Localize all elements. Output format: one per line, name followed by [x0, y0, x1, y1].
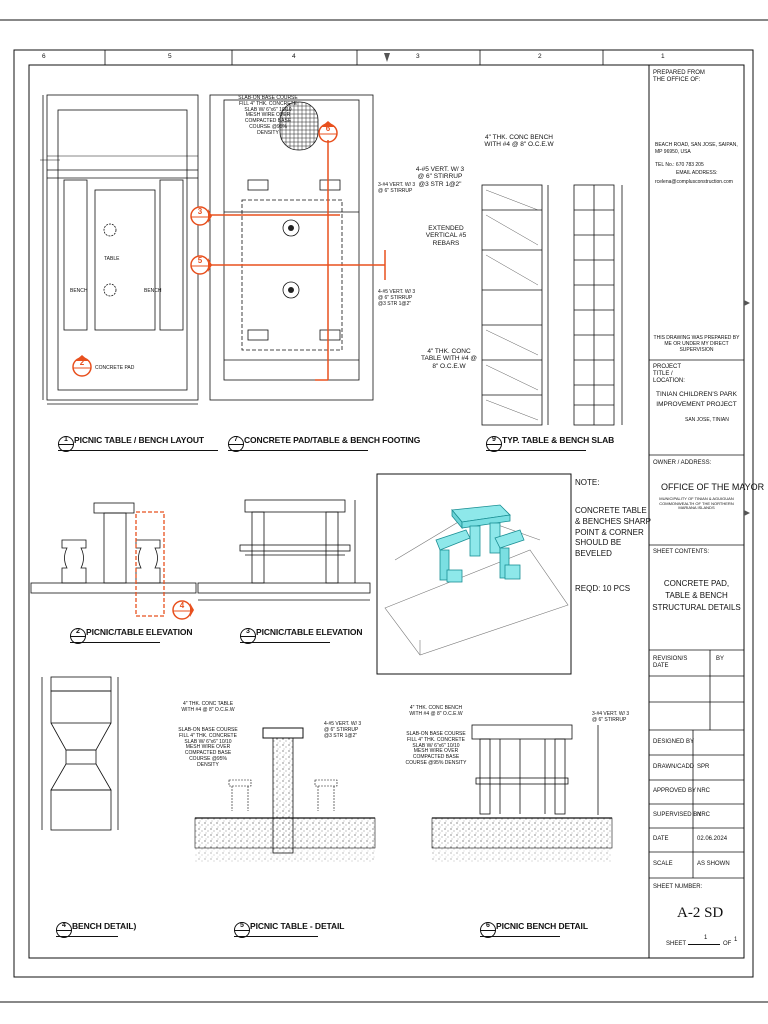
note-title: NOTE: — [575, 478, 600, 487]
project-title: TINIAN CHILDREN'S PARK IMPROVEMENT PROJE… — [656, 391, 737, 408]
sheet-contents: CONCRETE PAD, TABLE & BENCH STRUCTURAL D… — [652, 579, 741, 612]
owner-name: OFFICE OF THE MAYOR — [661, 482, 765, 492]
rebar-note: 4-#5 VERT. W/ 3 @ 6" STIRRUP @3 STR 1@2" — [324, 721, 362, 739]
sheet-label: SHEET — [666, 941, 687, 947]
bench-slab-note: 4" THK. CONC BENCH WITH #4 @ 8" O.C.E.W — [484, 134, 554, 149]
grid-number: 1 — [661, 53, 665, 60]
section-callout-3[interactable]: 3 — [188, 204, 212, 228]
view-title: PICNIC/TABLE ELEVATION — [256, 627, 363, 637]
scale-label: SCALE — [653, 861, 673, 867]
scale-value: AS SHOWN — [697, 861, 730, 867]
view-title: PICNIC/TABLE ELEVATION — [86, 627, 193, 637]
date-value: 02.06.2024 — [697, 836, 728, 842]
bench-slab-note: 4" THK. CONC BENCH WITH #4 @ 8" O.C.E.W — [409, 705, 463, 717]
callout-number: 5 — [197, 256, 203, 265]
table-slab-note: 4" THK. CONC TABLE WITH #4 @ 8" O.C.E.W — [421, 348, 477, 370]
rebar-note: EXTENDED VERTICAL #5 REBARS — [425, 225, 467, 247]
office-phone: TEL No.: 670 783 205 — [655, 162, 704, 168]
grid-number: 6 — [42, 53, 46, 60]
sheet-total: 1 — [734, 937, 738, 943]
callout-number: 3 — [197, 207, 203, 216]
view-number-badge: 6 — [480, 922, 496, 938]
section-callout-4[interactable]: 4 — [170, 598, 194, 622]
supervision-note: THIS DRAWING WAS PREPARED BY ME OR UNDER… — [653, 335, 740, 353]
section-callout-5[interactable]: 5 — [188, 253, 212, 277]
view-title: PICNIC TABLE - DETAIL — [250, 921, 345, 931]
drawn-label: DRAWN/CADD — [653, 764, 695, 770]
slab-note: SLAB-ON BASE COURSE FILL 4" THK. CONCRET… — [178, 727, 238, 768]
grid-number: 2 — [538, 53, 542, 60]
of-label: OF — [723, 941, 732, 947]
revision-label: REVISION/S DATE — [653, 656, 688, 669]
view-title: CONCRETE PAD/TABLE & BENCH FOOTING — [244, 435, 421, 445]
approved-value: NRC — [697, 788, 710, 794]
slab-note: SLAB-ON BASE COURSE FILL 4" THK. CONCRET… — [238, 95, 298, 136]
supervised-label: SUPERVISED BY — [653, 812, 702, 818]
rebar-note: 4-#5 VERT. W/ 3 @ 6" STIRRUP @3 STR 1@2" — [378, 289, 416, 307]
by-label: BY — [716, 656, 725, 662]
callout-number: 2 — [79, 358, 85, 367]
view-number-badge: 7 — [228, 436, 244, 452]
office-address: BEACH ROAD, SAN JOSE, SAIPAN, MP 96950, … — [655, 142, 738, 155]
grid-number: 3 — [416, 53, 420, 60]
sheet-number: A-2 SD — [677, 905, 724, 921]
section-cut-lines — [210, 140, 386, 381]
grid-number: 4 — [292, 53, 296, 60]
callout-number: 4 — [179, 601, 185, 610]
slab-note: SLAB-ON BASE COURSE FILL 4" THK. CONCRET… — [405, 731, 467, 766]
rebar-note: 3-#4 VERT. W/ 3 @ 6" STIRRUP — [378, 182, 416, 194]
sheet-number-label: SHEET NUMBER: — [653, 884, 703, 890]
designed-by-label: DESIGNED BY — [653, 739, 695, 745]
project-title-label: PROJECT TITLE / LOCATION: — [653, 364, 685, 384]
drawn-value: SPR — [697, 764, 710, 770]
sheet-no: 1 — [704, 935, 708, 941]
bench-label: BENCH — [144, 288, 162, 294]
rebar-note: 3-#4 VERT. W/ 3 @ 6" STIRRUP — [592, 711, 630, 723]
view-title: PICNIC BENCH DETAIL — [496, 921, 588, 931]
pad-label: CONCRETE PAD — [95, 365, 135, 371]
prepared-from-label: PREPARED FROM THE OFFICE OF: — [653, 70, 705, 83]
stirrup-note: 4-#5 VERT. W/ 3 @ 6" STIRRUP @3 STR 1@2" — [415, 166, 465, 188]
view-number-badge: 3 — [240, 628, 256, 644]
date-label: DATE — [653, 836, 669, 842]
approved-label: APPROVED BY — [653, 788, 697, 794]
supervised-value: NRC — [697, 812, 710, 818]
bench-label: BENCH — [70, 288, 88, 294]
sheet-contents-label: SHEET CONTENTS: — [653, 549, 710, 555]
view-number-badge: 5 — [234, 922, 250, 938]
owner-label: OWNER / ADDRESS: — [653, 460, 712, 466]
view-title: PICNIC TABLE / BENCH LAYOUT — [74, 435, 205, 445]
table-label: TABLE — [104, 256, 120, 262]
section-callout-2[interactable]: 2 — [70, 354, 94, 378]
view-number-badge: 1 — [58, 436, 74, 452]
view-title: BENCH DETAIL) — [72, 921, 137, 931]
project-location: SAN JOSE, TINIAN — [685, 417, 729, 423]
email-label: EMAIL ADDRESS: — [676, 170, 718, 176]
office-email[interactable]: rcelena@complusconstruction.com — [655, 179, 733, 185]
view-number-badge: 9 — [486, 436, 502, 452]
owner-address: MUNICIPALITY OF TINIAN & AGUIGUAN COMMON… — [659, 496, 734, 511]
view-number-badge: 4 — [56, 922, 72, 938]
view-title: TYP. TABLE & BENCH SLAB — [502, 435, 615, 445]
grid-number: 5 — [168, 53, 172, 60]
note-body: CONCRETE TABLE & BENCHES SHARP POINT & C… — [575, 506, 651, 559]
callout-number: 6 — [325, 124, 331, 133]
table-slab-note: 4" THK. CONC TABLE WITH #4 @ 8" O.C.E.W — [181, 701, 235, 713]
note-qty: REQD: 10 PCS — [575, 584, 631, 593]
view-number-badge: 2 — [70, 628, 86, 644]
